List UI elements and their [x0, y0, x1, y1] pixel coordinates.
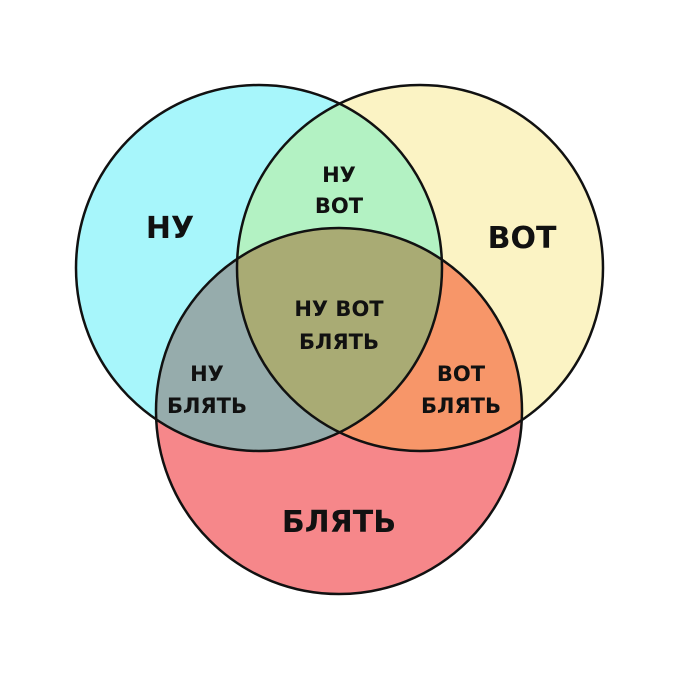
overlap-all: [237, 228, 442, 451]
label-vot-blyat-line2: БЛЯТЬ: [421, 394, 501, 418]
outline-blyat: [154, 226, 524, 596]
label-nu-blyat-line1: НУ: [190, 362, 224, 386]
label-nu-blyat-line2: БЛЯТЬ: [167, 394, 247, 418]
outline-nu: [74, 83, 444, 453]
label-vot: ВОТ: [488, 221, 557, 256]
label-all-line2: БЛЯТЬ: [299, 330, 379, 354]
label-all-line1: НУ ВОТ: [294, 297, 384, 321]
label-nu-vot-line1: НУ: [322, 163, 356, 187]
label-blyat: БЛЯТЬ: [282, 505, 396, 540]
label-nu-vot-line2: ВОТ: [315, 194, 364, 218]
outline-vot: [235, 83, 605, 453]
label-nu: НУ: [146, 211, 194, 246]
label-vot-blyat-line1: ВОТ: [437, 362, 486, 386]
